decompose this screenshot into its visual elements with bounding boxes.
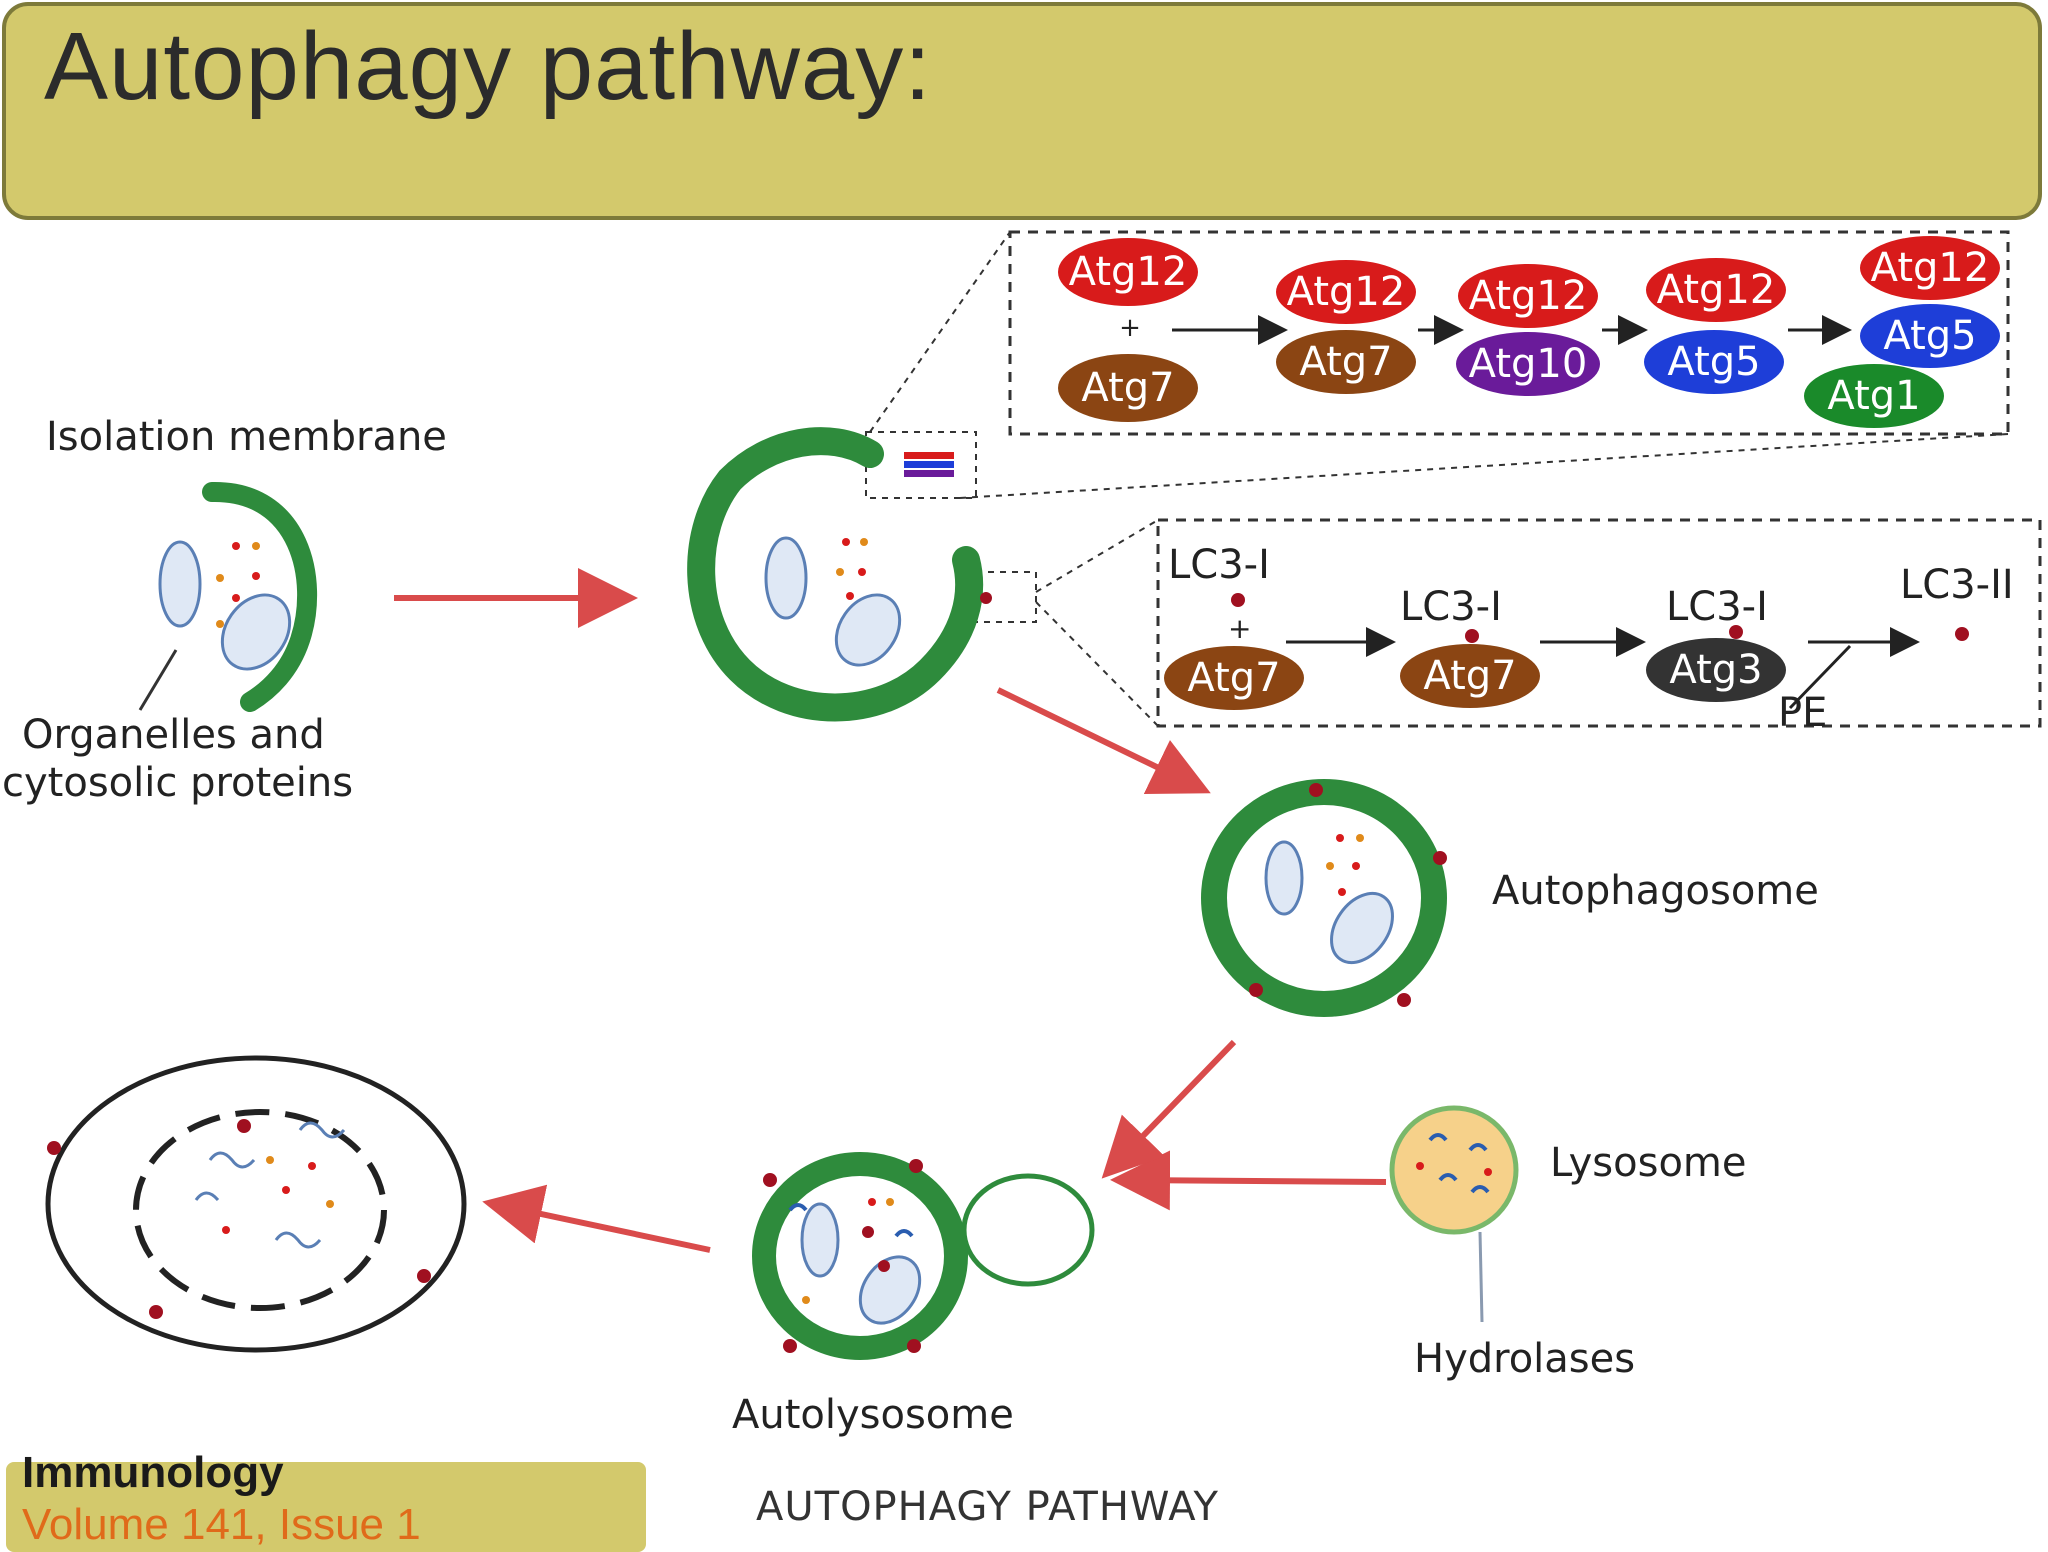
diagram-caption: AUTOPHAGY PATHWAY [756,1484,1219,1530]
atg7-pill: Atg7 [1058,354,1198,422]
lc3-i-label: LC3-I [1400,584,1502,630]
slide-title: Autophagy pathway: [44,13,932,120]
atg5-pill: Atg5 [1860,304,2000,368]
autolysosome [752,1152,968,1360]
svg-text:Atg3: Atg3 [1669,647,1762,693]
atg16-pill: Atg1 [1804,364,1944,428]
atg12-pill: Atg12 [1646,258,1786,322]
lysosome-label: Lysosome [1550,1140,1746,1186]
plus-sign: + [1228,612,1251,645]
arrow-to-autophagosome [996,687,1211,795]
organelles-cluster [788,1198,922,1325]
cytosolic-proteins-label: cytosolic proteins [2,760,353,806]
autophagosome [1201,779,1447,1017]
svg-text:Atg12: Atg12 [1657,267,1776,313]
hydrolases-cluster [1416,1133,1492,1194]
atg5-pill: Atg5 [1644,330,1784,394]
svg-text:Atg12: Atg12 [1871,245,1990,291]
lc3-i-label: LC3-I [1666,584,1768,630]
pe-label: PE [1778,690,1827,736]
degraded-contents [194,1119,346,1249]
atg-complex-marker [904,452,954,477]
svg-text:Atg5: Atg5 [1883,313,1976,359]
autolysosome-label: Autolysosome [732,1392,1014,1438]
svg-text:Atg5: Atg5 [1667,339,1760,385]
isolation-membrane [202,481,318,712]
svg-text:Atg1: Atg1 [1827,373,1920,419]
autolysosome-lumen [961,1173,1095,1287]
organelles-label: Organelles and [22,712,325,758]
lc3-ii-label: LC3-II [1900,562,2014,608]
atg7-pill: Atg7 [1400,644,1540,708]
autophagy-diagram: Atg12 + Atg7 Atg12 Atg7 Atg12 Atg10 Atg1… [2,230,2042,1438]
atg7-pill: Atg7 [1164,646,1304,710]
arrow-to-degradation [482,1184,711,1253]
atg3-pill: Atg3 [1646,638,1786,702]
plus-sign: + [1119,313,1141,343]
svg-text:Atg7: Atg7 [1081,365,1174,411]
svg-text:Atg12: Atg12 [1287,269,1406,315]
atg12-pill: Atg12 [1276,260,1416,324]
autophagosome-label: Autophagosome [1492,868,1819,914]
svg-text:Atg12: Atg12 [1069,249,1188,295]
svg-text:Atg12: Atg12 [1469,273,1588,319]
lysosome [1389,1105,1519,1235]
source-journal: Immunology [22,1448,284,1497]
organelles-cluster [764,536,902,667]
lc3-i-label: LC3-I [1168,542,1270,588]
degradation-cell [45,1055,467,1353]
isolation-membrane-label: Isolation membrane [46,414,447,460]
hydrolases-label: Hydrolases [1414,1336,1635,1382]
source-volume[interactable]: Volume 141, Issue 1 [22,1500,421,1549]
lc3-pathway-box [1156,518,2042,728]
atg12-pill: Atg12 [1458,264,1598,328]
arrow-lysosome-in [1110,1150,1387,1211]
svg-text:Atg7: Atg7 [1423,653,1516,699]
arrow-autophagosome-in [1101,1039,1237,1179]
atg12-pill: Atg12 [1058,238,1198,306]
atg7-pill: Atg7 [1276,330,1416,394]
svg-text:Atg7: Atg7 [1187,655,1280,701]
atg12-pill: Atg12 [1860,236,2000,300]
svg-text:Atg7: Atg7 [1299,339,1392,385]
title-bar [2,2,2042,220]
degradation-nucleus [133,1109,387,1311]
organelles-cluster [158,540,292,671]
atg12-zoom-box [865,431,977,499]
phagophore-membrane [687,427,984,722]
svg-text:Atg10: Atg10 [1469,341,1588,387]
atg12-pathway-box [1008,230,2010,436]
atg10-pill: Atg10 [1456,332,1600,396]
organelles-cluster [1264,834,1394,965]
